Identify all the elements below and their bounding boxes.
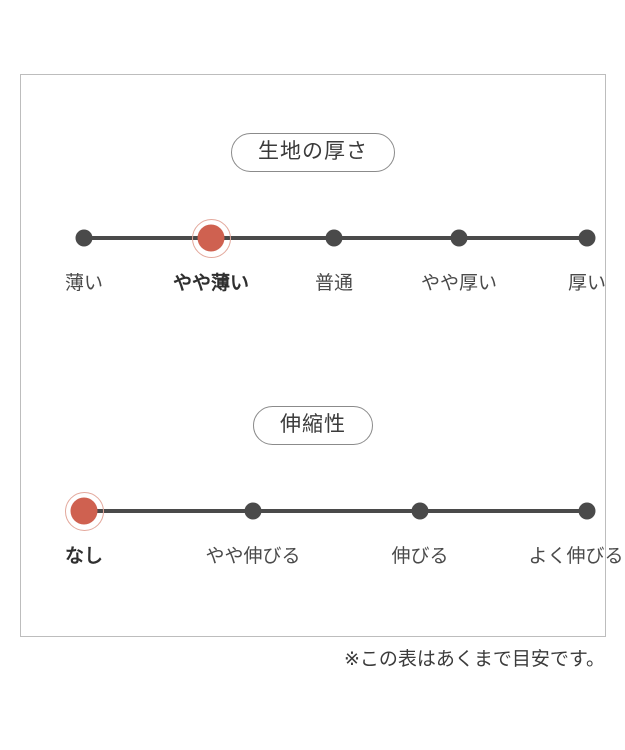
scale-labels: なし やや伸びる 伸びる よく伸びる xyxy=(21,545,624,575)
scale-track-area xyxy=(21,206,605,270)
scale-label-0: 薄い xyxy=(64,272,104,295)
footnote-text: ※この表はあくまで目安です。 xyxy=(343,648,605,670)
scale-node-1-selected[interactable] xyxy=(197,224,225,252)
scale-node-4[interactable] xyxy=(578,229,596,247)
scale-node-0-selected[interactable] xyxy=(70,497,98,525)
spec-scale-fabric-thickness: 生地の厚さ 薄い やや薄い 普通 やや厚い 厚い xyxy=(21,133,607,302)
scale-node-0[interactable] xyxy=(75,229,93,247)
scale-node-1[interactable] xyxy=(244,502,262,520)
scale-node-2[interactable] xyxy=(411,502,429,520)
scale-track-area xyxy=(21,479,605,543)
scale-node-3[interactable] xyxy=(578,502,596,520)
scale-label-2: 普通 xyxy=(314,272,354,295)
badge-row: 生地の厚さ xyxy=(21,133,605,173)
scale-label-4: 厚い xyxy=(567,272,607,295)
scale-label-2: 伸びる xyxy=(391,545,449,568)
scale-title-badge: 伸縮性 xyxy=(253,406,373,446)
scale-node-2[interactable] xyxy=(325,229,343,247)
spec-table-frame: 生地の厚さ 薄い やや薄い 普通 やや厚い 厚い 伸縮性 xyxy=(20,74,624,637)
scale-labels: 薄い やや薄い 普通 やや厚い 厚い xyxy=(21,272,607,302)
scale-label-1: やや薄い xyxy=(172,272,250,295)
scale-node-3[interactable] xyxy=(450,229,468,247)
scale-label-3: よく伸びる xyxy=(528,545,624,568)
scale-label-0: なし xyxy=(64,545,104,568)
scale-label-1: やや伸びる xyxy=(205,545,301,568)
badge-row: 伸縮性 xyxy=(21,406,605,446)
scale-title-badge: 生地の厚さ xyxy=(231,133,395,173)
spec-scale-stretchiness: 伸縮性 なし やや伸びる 伸びる よく伸びる xyxy=(21,406,624,575)
scale-track-line xyxy=(84,509,587,514)
scale-label-3: やや厚い xyxy=(420,272,498,295)
